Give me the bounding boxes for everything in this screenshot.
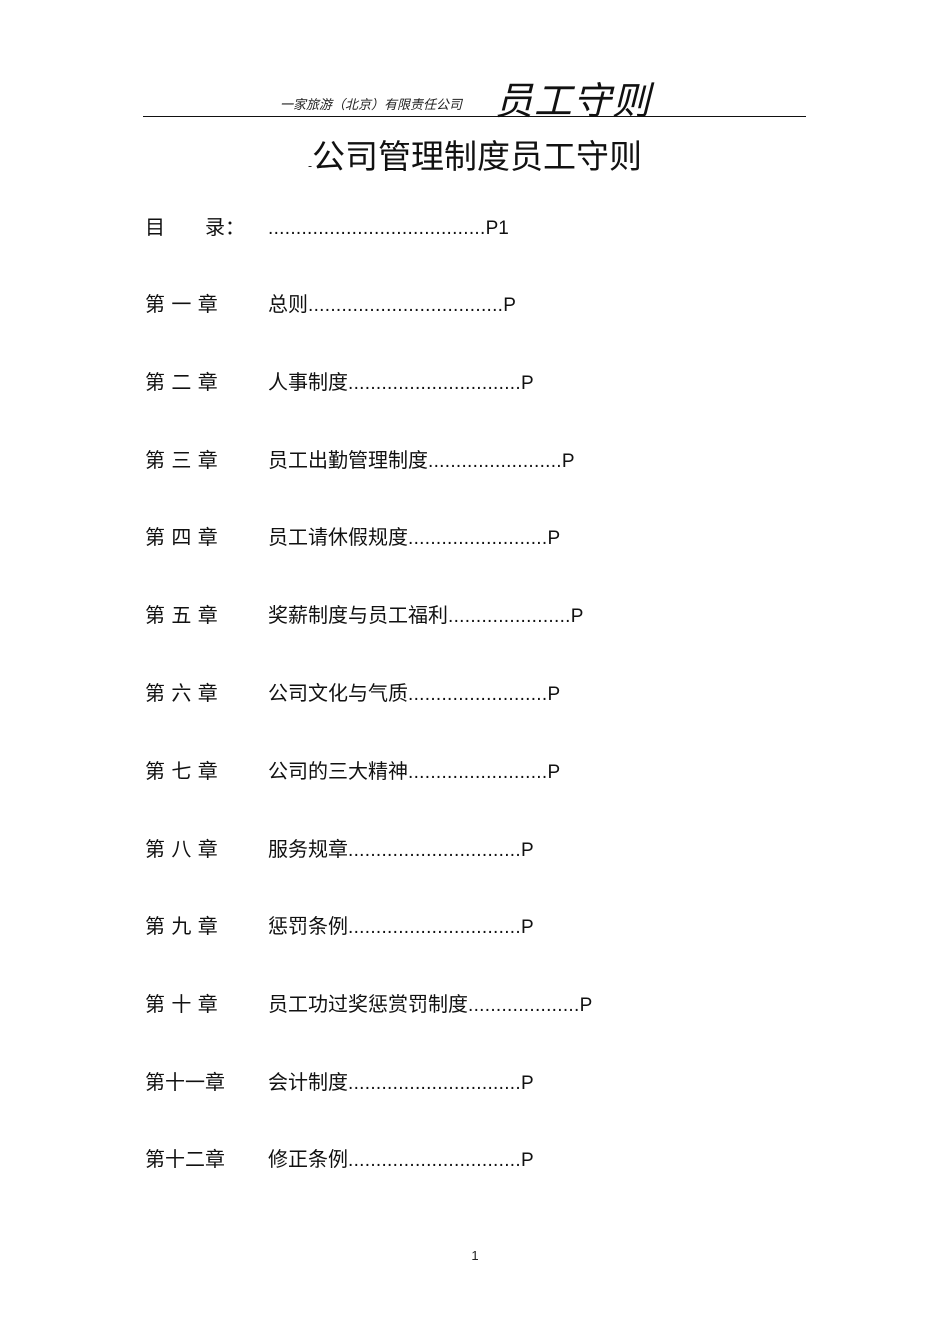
toc-leader-dots: .........................	[408, 684, 548, 705]
toc-entry: 奖薪制度与员工福利......................P	[268, 600, 583, 632]
toc-title: 服务规章	[268, 837, 348, 861]
toc-page-ref: P	[547, 528, 561, 549]
toc-label: 第 八 章	[145, 837, 218, 861]
toc-leader-dots: ...................................	[308, 295, 504, 316]
toc-leader-dots: ......................	[448, 606, 571, 627]
toc-page-ref: P	[547, 684, 561, 705]
toc-title: 员工功过奖惩赏罚制度	[268, 992, 468, 1016]
toc-title: 奖薪制度与员工福利	[268, 603, 448, 627]
toc-title: 惩罚条例	[268, 914, 348, 938]
toc-entry: 总则...................................P	[268, 289, 516, 321]
toc-leader-dots: .......................................	[268, 218, 486, 239]
toc-label: 第十二章	[145, 1147, 225, 1171]
toc-page-ref: P	[520, 917, 534, 938]
toc-title: 公司文化与气质	[268, 681, 408, 705]
toc-page-ref: P	[561, 451, 575, 472]
toc-leader-dots: ...............................	[348, 917, 521, 938]
page-header: 一家旅游（北京）有限责任公司 员工守则	[143, 66, 806, 123]
toc-label: 第 九 章	[145, 914, 218, 938]
toc-entry: 人事制度...............................P	[268, 367, 534, 399]
toc-leader-dots: ........................	[428, 451, 562, 472]
document-title-text: 公司管理制度员工守则	[312, 137, 643, 176]
toc-leader-dots: ....................	[468, 995, 580, 1016]
toc-page-ref: P1	[485, 218, 509, 239]
toc-leader-dots: ...............................	[348, 840, 521, 861]
toc-entry: 公司文化与气质.........................P	[268, 678, 560, 710]
toc-entry: .......................................P…	[268, 212, 509, 244]
toc-title: 总则	[268, 292, 308, 316]
toc-label: 第十一章	[145, 1070, 225, 1094]
title-mark: -	[307, 159, 313, 173]
toc-entry: 员工功过奖惩赏罚制度....................P	[268, 989, 592, 1021]
toc-label: 第 六 章	[145, 681, 218, 705]
toc-title: 会计制度	[268, 1070, 348, 1094]
toc-entry: 公司的三大精神.........................P	[268, 756, 560, 788]
header-company-name: 一家旅游（北京）有限责任公司	[280, 98, 463, 113]
toc-entry: 服务规章...............................P	[268, 834, 534, 866]
toc-label: 第 一 章	[145, 292, 218, 316]
document-title: -公司管理制度员工守则	[0, 130, 950, 178]
toc-title: 员工出勤管理制度	[268, 448, 428, 472]
toc-leader-dots: .........................	[408, 762, 548, 783]
toc-label: 目 录：	[145, 215, 245, 239]
toc-title: 员工请休假规度	[268, 525, 408, 549]
toc-label: 第 四 章	[145, 525, 218, 549]
toc-leader-dots: .........................	[408, 528, 548, 549]
toc-title: 修正条例	[268, 1147, 348, 1171]
toc-title: 人事制度	[268, 370, 348, 394]
toc-entry: 会计制度...............................P	[268, 1067, 534, 1099]
toc-leader-dots: ...............................	[348, 1073, 521, 1094]
toc-entry: 员工请休假规度.........................P	[268, 522, 560, 554]
toc-label: 第 七 章	[145, 759, 218, 783]
toc-page-ref: P	[570, 606, 584, 627]
toc-entry: 惩罚条例...............................P	[268, 911, 534, 943]
toc-page-ref: P	[579, 995, 593, 1016]
toc-page-ref: P	[520, 1073, 534, 1094]
toc-label: 第 三 章	[145, 448, 218, 472]
toc-page-ref: P	[520, 840, 534, 861]
toc-entry: 修正条例...............................P	[268, 1144, 534, 1176]
toc-label: 第 二 章	[145, 370, 218, 394]
toc-entry: 员工出勤管理制度........................P	[268, 445, 575, 477]
toc-page-ref: P	[503, 295, 516, 316]
toc-leader-dots: ...............................	[348, 373, 521, 394]
page-number: 1	[471, 1248, 479, 1263]
toc-label: 第 十 章	[145, 992, 218, 1016]
header-title: 员工守则	[495, 79, 652, 123]
toc-title: 公司的三大精神	[268, 759, 408, 783]
toc-label: 第 五 章	[145, 603, 218, 627]
toc-page-ref: P	[547, 762, 561, 783]
toc-page-ref: P	[520, 373, 534, 394]
toc-leader-dots: ...............................	[348, 1150, 521, 1171]
toc-page-ref: P	[520, 1150, 534, 1171]
